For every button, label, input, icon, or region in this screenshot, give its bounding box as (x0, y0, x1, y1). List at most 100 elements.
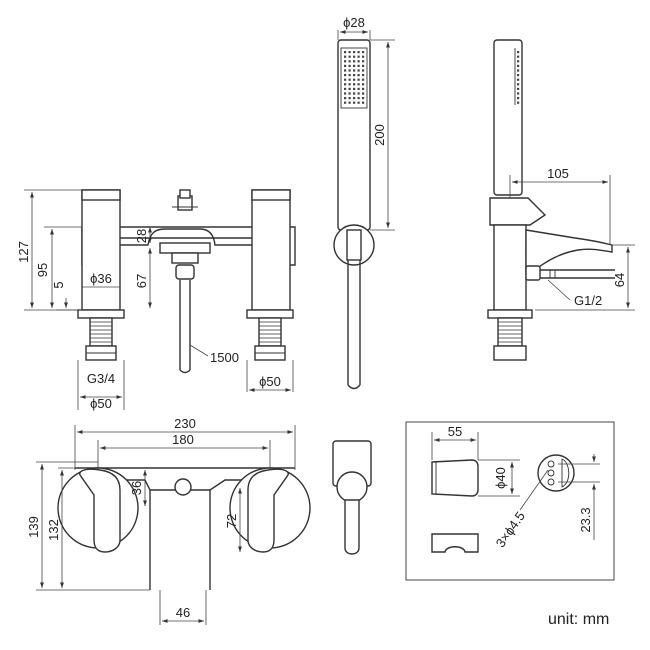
side-nozzle-dot (517, 87, 520, 90)
dim-dia50-left: ϕ50 (90, 396, 112, 411)
nozzle-dot (348, 83, 351, 86)
nozzle-dot (344, 97, 347, 100)
dim-64: 64 (612, 273, 627, 287)
nozzle-dot (348, 51, 351, 54)
nozzle-dot (362, 83, 365, 86)
side-spray-nozzles (517, 51, 520, 104)
nozzle-dot (357, 55, 360, 58)
dim-dia36: ϕ36 (90, 271, 112, 286)
nozzle-dot (362, 101, 365, 104)
nozzle-dot (353, 78, 356, 81)
side-nozzle-dot (517, 74, 520, 77)
nozzle-dot (353, 97, 356, 100)
nozzle-dot (344, 87, 347, 90)
nozzle-dot (344, 64, 347, 67)
nozzle-dot (348, 97, 351, 100)
nozzle-dot (344, 101, 347, 104)
dim-55: 55 (448, 424, 462, 439)
nozzle-dot (348, 78, 351, 81)
nozzle-dot (357, 51, 360, 54)
side-nozzle-dot (517, 92, 520, 95)
nozzle-dot (348, 55, 351, 58)
side-nozzle-dot (517, 83, 520, 86)
top-view: 230 180 139 132 36 72 46 (26, 416, 311, 625)
dim-127: 127 (16, 241, 31, 263)
dim-5: 5 (51, 281, 66, 288)
nozzle-dot (348, 74, 351, 77)
dim-28-vertical: 28 (134, 229, 149, 243)
nozzle-dot (357, 74, 360, 77)
dim-132: 132 (46, 519, 61, 541)
dim-230: 230 (174, 416, 196, 431)
unit-label: unit: mm (548, 611, 609, 628)
dim-dia28: ϕ28 (343, 15, 365, 30)
nozzle-dot (362, 97, 365, 100)
nozzle-dot (353, 51, 356, 54)
nozzle-dot (362, 74, 365, 77)
nozzle-dot (353, 87, 356, 90)
front-view: 127 95 5 ϕ36 67 28 G3/4 ϕ50 1500 ϕ50 (16, 189, 296, 411)
nozzle-dot (344, 78, 347, 81)
nozzle-dot (353, 64, 356, 67)
nozzle-dot (362, 64, 365, 67)
nozzle-dot (353, 74, 356, 77)
nozzle-dot (344, 60, 347, 63)
side-nozzle-dot (517, 51, 520, 54)
nozzle-dot (357, 69, 360, 72)
nozzle-dot (357, 92, 360, 95)
nozzle-dot (344, 83, 347, 86)
handset-top-view (332, 440, 372, 555)
spray-nozzles (344, 51, 365, 104)
side-nozzle-dot (517, 60, 520, 63)
nozzle-dot (357, 101, 360, 104)
nozzle-dot (357, 83, 360, 86)
handset-view: ϕ28 200 (333, 15, 395, 390)
nozzle-dot (348, 64, 351, 67)
nozzle-dot (353, 55, 356, 58)
nozzle-dot (344, 69, 347, 72)
nozzle-dot (344, 51, 347, 54)
dim-g34: G3/4 (87, 371, 115, 386)
side-nozzle-dot (517, 69, 520, 72)
dim-95: 95 (35, 263, 50, 277)
dim-46: 46 (176, 605, 190, 620)
dim-holes: 3×ϕ4.5 (493, 509, 528, 551)
nozzle-dot (353, 101, 356, 104)
dim-1500: 1500 (210, 350, 239, 365)
dim-36: 36 (129, 481, 144, 495)
nozzle-dot (362, 69, 365, 72)
left-thread (85, 317, 117, 361)
dim-dia50-right: ϕ50 (259, 374, 281, 389)
nozzle-dot (357, 87, 360, 90)
side-nozzle-dot (517, 64, 520, 67)
dim-dia40: ϕ40 (493, 467, 508, 489)
nozzle-dot (353, 69, 356, 72)
nozzle-dot (348, 101, 351, 104)
nozzle-dot (362, 60, 365, 63)
dim-g12: G1/2 (574, 293, 602, 308)
nozzle-dot (348, 69, 351, 72)
nozzle-dot (353, 83, 356, 86)
side-nozzle-dot (517, 55, 520, 58)
dim-139: 139 (26, 516, 41, 538)
nozzle-dot (344, 92, 347, 95)
right-thread (254, 317, 286, 361)
nozzle-dot (357, 78, 360, 81)
nozzle-dot (348, 60, 351, 63)
nozzle-dot (362, 87, 365, 90)
side-nozzle-dot (517, 101, 520, 104)
dim-67: 67 (134, 274, 149, 288)
nozzle-dot (344, 74, 347, 77)
side-view: 105 64 G1/2 (487, 39, 635, 361)
nozzle-dot (353, 60, 356, 63)
nozzle-dot (357, 97, 360, 100)
dim-23-3: 23.3 (578, 507, 593, 532)
side-nozzle-dot (517, 78, 520, 81)
nozzle-dot (348, 87, 351, 90)
nozzle-dot (348, 92, 351, 95)
nozzle-dot (362, 92, 365, 95)
dim-200: 200 (372, 124, 387, 146)
nozzle-dot (362, 51, 365, 54)
dim-72: 72 (224, 514, 239, 528)
